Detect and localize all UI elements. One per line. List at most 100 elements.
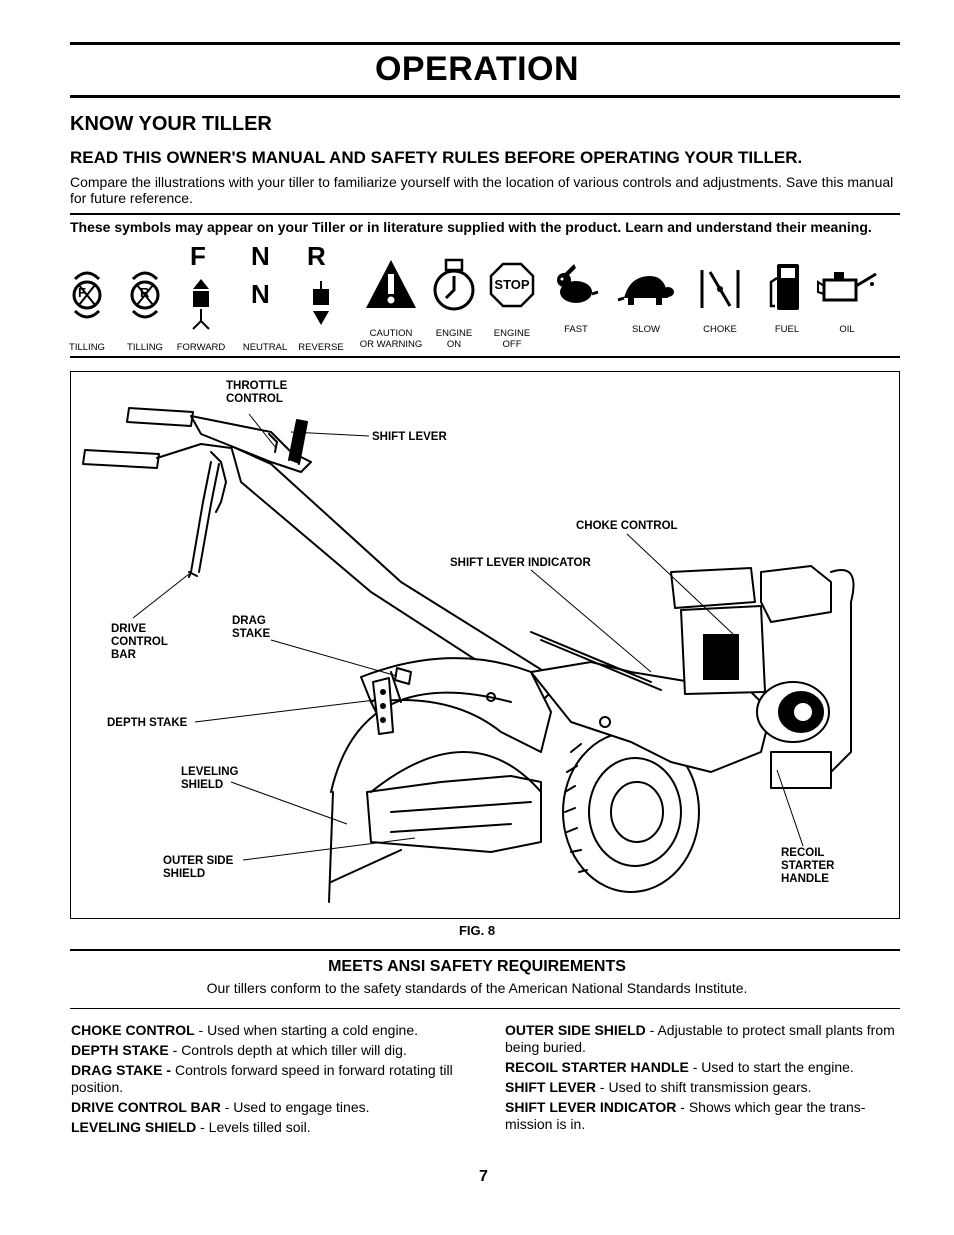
symbol-engine-on: ENGINE ON xyxy=(430,258,478,358)
glossary-entry: RECOIL STARTER HANDLE - Used to start th… xyxy=(505,1059,900,1076)
reverse-r-glyph: R xyxy=(307,241,326,271)
symbols-top-rule xyxy=(70,213,900,215)
symbol-fast: FAST xyxy=(548,262,604,342)
glossary-entry: DRAG STAKE - Controls forward speed in f… xyxy=(71,1062,466,1096)
ansi-heading: MEETS ANSI SAFETY REQUIREMENTS xyxy=(328,958,626,975)
glossary-term: RECOIL STARTER HANDLE xyxy=(505,1059,689,1075)
symbol-label: REVERSE xyxy=(298,342,344,353)
glossary-right-column: OUTER SIDE SHIELD - Adjustable to protec… xyxy=(505,1022,900,1136)
ansi-text: Our tillers conform to the safety standa… xyxy=(206,980,748,996)
reverse-icon xyxy=(313,281,329,325)
glossary-term: SHIFT LEVER INDICATOR xyxy=(505,1099,677,1115)
glossary-entry: SHIFT LEVER INDICATOR - Shows which gear… xyxy=(505,1099,900,1133)
callout-throttle-control: THROTTLE CONTROL xyxy=(226,380,288,405)
symbols-intro: These symbols may appear on your Tiller … xyxy=(70,219,872,235)
symbol-oil: OIL xyxy=(814,266,880,342)
callout-leveling-shield: LEVELING SHIELD xyxy=(181,766,239,791)
symbol-label: ENGINE ON xyxy=(435,328,473,350)
callout-drive-control-bar: DRIVE CONTROL BAR xyxy=(111,623,168,661)
intro-paragraph: Compare the illustrations with your till… xyxy=(70,174,894,206)
symbol-label: CHOKE xyxy=(703,324,737,335)
symbol-label: TILLING xyxy=(69,342,105,353)
top-rule xyxy=(70,42,900,45)
symbol-engine-off: STOP ENGINE OFF xyxy=(488,262,536,358)
symbol-slow: SLOW xyxy=(614,270,678,342)
forward-icon xyxy=(192,279,210,330)
callout-outer-side-shield: OUTER SIDE SHIELD xyxy=(163,855,234,880)
symbol-tilling-reverse: R TILLING xyxy=(120,265,170,355)
page-number: 7 xyxy=(479,1168,488,1185)
glossary-definition: - Shows which gear the trans-mission is … xyxy=(505,1099,866,1132)
tilling-forward-icon xyxy=(72,271,102,319)
title-rule xyxy=(70,95,900,98)
symbol-label: FUEL xyxy=(774,324,800,335)
choke-icon xyxy=(700,270,740,308)
engine-on-icon xyxy=(433,258,475,311)
section-subheading: READ THIS OWNER'S MANUAL AND SAFETY RULE… xyxy=(70,148,803,167)
glossary-definition: - Used to shift transmission gears. xyxy=(596,1079,812,1095)
callout-shift-lever-indicator: SHIFT LEVER INDICATOR xyxy=(450,557,591,569)
glossary-definition: - Used to start the engine. xyxy=(688,1059,854,1075)
rabbit-icon xyxy=(557,264,599,303)
tilling-r-glyph: R xyxy=(140,285,150,300)
ansi-bottom-rule xyxy=(70,1008,900,1009)
symbol-label: FAST xyxy=(564,324,588,335)
glossary-entry: DRIVE CONTROL BAR - Used to engage tines… xyxy=(71,1099,466,1116)
symbol-forward: F FORWARD xyxy=(176,243,226,355)
callout-recoil-starter-handle: RECOIL STARTER HANDLE xyxy=(781,847,835,885)
symbol-caution: CAUTION OR WARNING xyxy=(356,258,426,358)
figure-box: THROTTLE CONTROL SHIFT LEVER CHOKE CONTR… xyxy=(70,371,900,919)
figure-caption: FIG. 8 xyxy=(458,923,496,938)
symbol-neutral: N N NEUTRAL xyxy=(240,243,290,355)
stop-glyph: STOP xyxy=(494,277,530,292)
page-title: OPERATION xyxy=(374,50,580,88)
symbol-label: OIL xyxy=(839,324,855,335)
symbol-label: TILLING xyxy=(127,342,163,353)
symbol-reverse: R REVERSE xyxy=(296,243,346,355)
warning-icon xyxy=(366,260,416,308)
glossary-definition: - Used when starting a cold engine. xyxy=(194,1022,419,1038)
glossary-definition: - Adjustable to protect small plants fro… xyxy=(505,1022,895,1055)
glossary-entry: LEVELING SHIELD - Levels tilled soil. xyxy=(71,1119,466,1136)
glossary-definition: - Used to engage tines. xyxy=(220,1099,370,1115)
glossary-entry: SHIFT LEVER - Used to shift transmission… xyxy=(505,1079,900,1096)
glossary-definition: - Levels tilled soil. xyxy=(196,1119,311,1135)
symbol-fuel: FUEL xyxy=(762,262,812,342)
symbol-label: SLOW xyxy=(632,324,660,335)
oil-icon xyxy=(817,272,877,302)
symbols-bottom-rule xyxy=(70,356,900,358)
neutral-n-glyph-top: N xyxy=(251,241,270,271)
glossary-left-column: CHOKE CONTROL - Used when starting a col… xyxy=(71,1022,466,1139)
callout-shift-lever: SHIFT LEVER xyxy=(372,431,447,443)
forward-f-glyph: F xyxy=(190,241,206,271)
glossary-term: DRAG STAKE - xyxy=(71,1062,172,1078)
fuel-icon xyxy=(769,264,799,310)
glossary-term: CHOKE CONTROL xyxy=(71,1022,195,1038)
symbol-label: NEUTRAL xyxy=(242,342,288,353)
tiller-illustration xyxy=(82,407,855,903)
symbol-tilling-forward: F TILLING xyxy=(62,265,112,355)
glossary-definition: Controls forward speed in forward rotati… xyxy=(71,1062,453,1095)
callout-depth-stake: DEPTH STAKE xyxy=(107,717,188,729)
ansi-top-rule xyxy=(70,949,900,951)
glossary-entry: DEPTH STAKE - Controls depth at which ti… xyxy=(71,1042,466,1059)
glossary-definition: - Controls depth at which tiller will di… xyxy=(168,1042,407,1058)
tilling-f-glyph: F xyxy=(78,285,86,300)
glossary-term: SHIFT LEVER xyxy=(505,1079,597,1095)
glossary-term: DEPTH STAKE xyxy=(71,1042,169,1058)
glossary-entry: OUTER SIDE SHIELD - Adjustable to protec… xyxy=(505,1022,900,1056)
section-heading: KNOW YOUR TILLER xyxy=(70,113,272,135)
glossary-term: DRIVE CONTROL BAR xyxy=(71,1099,221,1115)
callout-drag-stake: DRAG STAKE xyxy=(232,615,271,640)
symbol-choke: CHOKE xyxy=(694,266,746,342)
neutral-n-glyph-bottom: N xyxy=(251,279,270,309)
glossary-term: LEVELING SHIELD xyxy=(71,1119,197,1135)
engine-off-icon xyxy=(489,262,535,308)
symbol-label: FORWARD xyxy=(176,342,226,353)
symbol-label: CAUTION OR WARNING xyxy=(359,328,423,350)
tilling-reverse-icon xyxy=(130,271,160,319)
symbol-label: ENGINE OFF xyxy=(493,328,531,350)
turtle-icon xyxy=(617,276,674,305)
glossary-term: OUTER SIDE SHIELD xyxy=(505,1022,646,1038)
glossary-entry: CHOKE CONTROL - Used when starting a col… xyxy=(71,1022,466,1039)
